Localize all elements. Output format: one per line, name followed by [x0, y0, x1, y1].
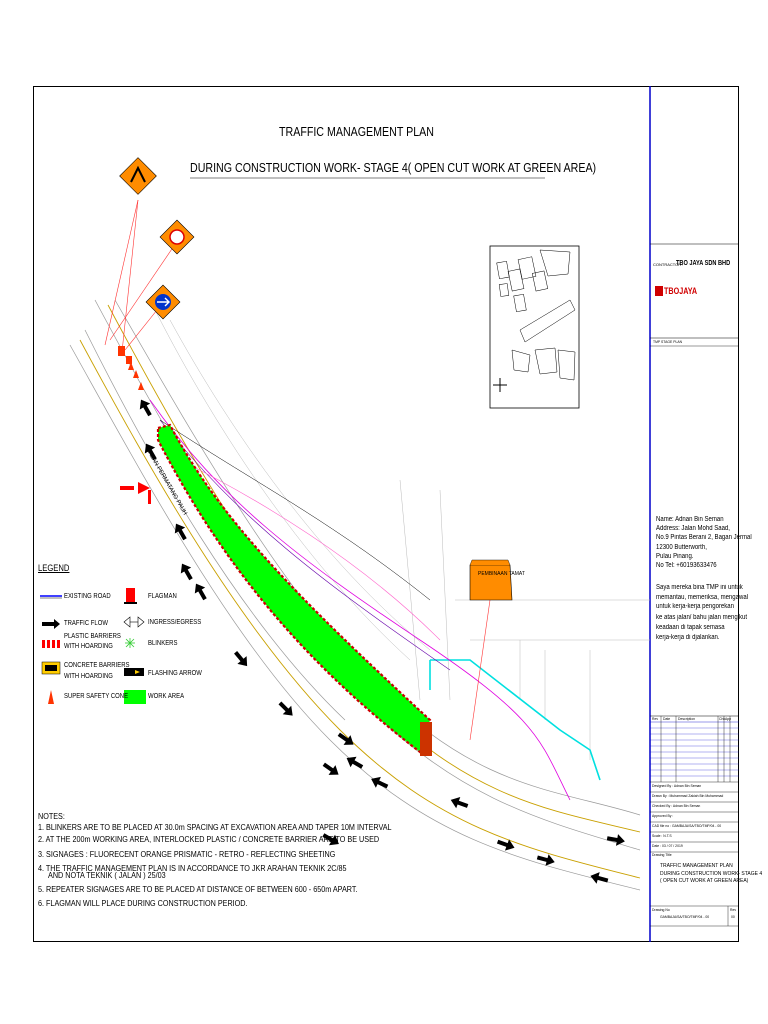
address-line-4: Pulau Pinang.: [656, 553, 694, 560]
keyplan-label: TMP STAGE PLAN: [653, 340, 683, 344]
declaration-line-1: Saya mereka bina TMP ini untuk: [656, 584, 743, 591]
notes-heading: NOTES:: [38, 811, 65, 821]
legend-blinkers: BLINKERS: [148, 640, 178, 647]
drawing-title-line-3: ( OPEN CUT WORK AT GREEN AREA): [660, 878, 749, 884]
legend-work-area: WORK AREA: [148, 693, 185, 700]
company-logo: TBOJAYA: [664, 286, 698, 296]
declaration-line-2: memantau, memeriksa, mengawal: [656, 594, 749, 601]
chk-col-header: Chk: [719, 717, 726, 721]
approved-by: Approved By :: [652, 814, 674, 818]
legend-traffic-flow: TRAFFIC FLOW: [64, 620, 108, 627]
rev-label: Rev: [730, 908, 737, 912]
address-line-1: Address: Jalan Mohd Saad,: [656, 525, 730, 532]
designer-name: Name: Adnan Bin Seman: [656, 516, 724, 523]
drawing-no-label: Drawing No: [652, 908, 670, 912]
drawing-title-line-2: DURING CONSTRUCTION WORK- STAGE 4: [660, 871, 763, 877]
description-col-header: Description: [678, 717, 695, 721]
legend-concrete-hoarding: WITH HOARDING: [64, 673, 113, 680]
legend-flagman: FLAGMAN: [148, 593, 177, 600]
contractor-label: CONTRACTOR :: [653, 262, 684, 267]
note-4b: AND NOTA TEKNIK ( JALAN ) 25/03: [48, 870, 166, 880]
drawing-title-label: Drawing Title: [652, 853, 672, 857]
scale: Scale : N.T.S: [652, 834, 672, 838]
designed-by: Designed By : Adnan Bin Seman: [652, 784, 702, 788]
legend-ingress-egress: INGRESS/EGRESS: [148, 619, 202, 626]
address-line-3: 12300 Butterworth,: [656, 544, 707, 551]
drawing-sheet: [33, 86, 739, 942]
plan-title: TRAFFIC MANAGEMENT PLAN: [279, 124, 434, 139]
legend-plastic-hoarding: WITH HOARDING: [64, 643, 113, 650]
drawn-by: Drawn By : Muhammad Zakiah Bin Muhammad: [652, 794, 724, 798]
note-2: 2. AT THE 200m WORKING AREA, INTERLOCKED…: [38, 834, 380, 844]
cad-file: CAD file no : GAMBAJA/SA/TBO/TMP/04 - 00: [652, 824, 722, 828]
drawing-title-line-1: TRAFFIC MANAGEMENT PLAN: [660, 863, 733, 869]
legend-flashing-arrow: FLASHING ARROW: [148, 670, 202, 677]
end-construction-sign: PEMBINAAN TAMAT: [478, 571, 525, 577]
declaration-line-4: ke atas jalan/ bahu jalan mengikut: [656, 614, 748, 621]
rev-value: 00: [731, 915, 735, 919]
checked-by: Checked By : Adnan Bin Seman: [652, 804, 701, 808]
drawing-no: GAMBAJA/SA/TBO/TMP/04 - 00: [660, 915, 710, 919]
declaration-line-3: untuk kerja-kerja pengorekan: [656, 603, 734, 610]
address-line-2: No.9 Pintas Berani 2, Bagan Jermal: [656, 534, 752, 541]
note-5: 5. REPEATER SIGNAGES ARE TO BE PLACED AT…: [38, 884, 358, 894]
legend-safety-cone: SUPER SAFETY CONE: [64, 693, 129, 700]
date: Date : 03 / 07 / 2019: [652, 844, 683, 848]
rev-col-header: Rev: [652, 717, 659, 721]
app-col-header: App: [725, 717, 732, 721]
address-line-5: No Tel: +60193633476: [656, 562, 717, 569]
note-4: 4. THE TRAFFIC MANAGEMENT PLAN IS IN ACC…: [38, 863, 347, 873]
plan-subtitle: DURING CONSTRUCTION WORK- STAGE 4( OPEN …: [190, 160, 597, 175]
note-3: 3. SIGNAGES : FLUORECENT ORANGE PRISMATI…: [38, 849, 336, 859]
legend-plastic-barriers: PLASTIC BARRIERS: [64, 633, 121, 640]
legend-existing-road: EXISTING ROAD: [64, 593, 111, 600]
legend-concrete-barriers: CONCRETE BARRIERS: [64, 662, 130, 669]
contractor-name: TBO JAYA SDN BHD: [676, 260, 731, 267]
declaration-line-6: kerja-kerja di djalankan.: [656, 634, 720, 641]
legend-heading: LEGEND: [38, 563, 70, 573]
declaration-line-5: keadaan di tapak semasa: [656, 624, 725, 631]
note-1: 1. BLINKERS ARE TO BE PLACED AT 30.0m SP…: [38, 822, 392, 832]
note-6: 6. FLAGMAN WILL PLACE DURING CONSTRUCTIO…: [38, 898, 248, 908]
date-col-header: Date: [663, 717, 671, 721]
